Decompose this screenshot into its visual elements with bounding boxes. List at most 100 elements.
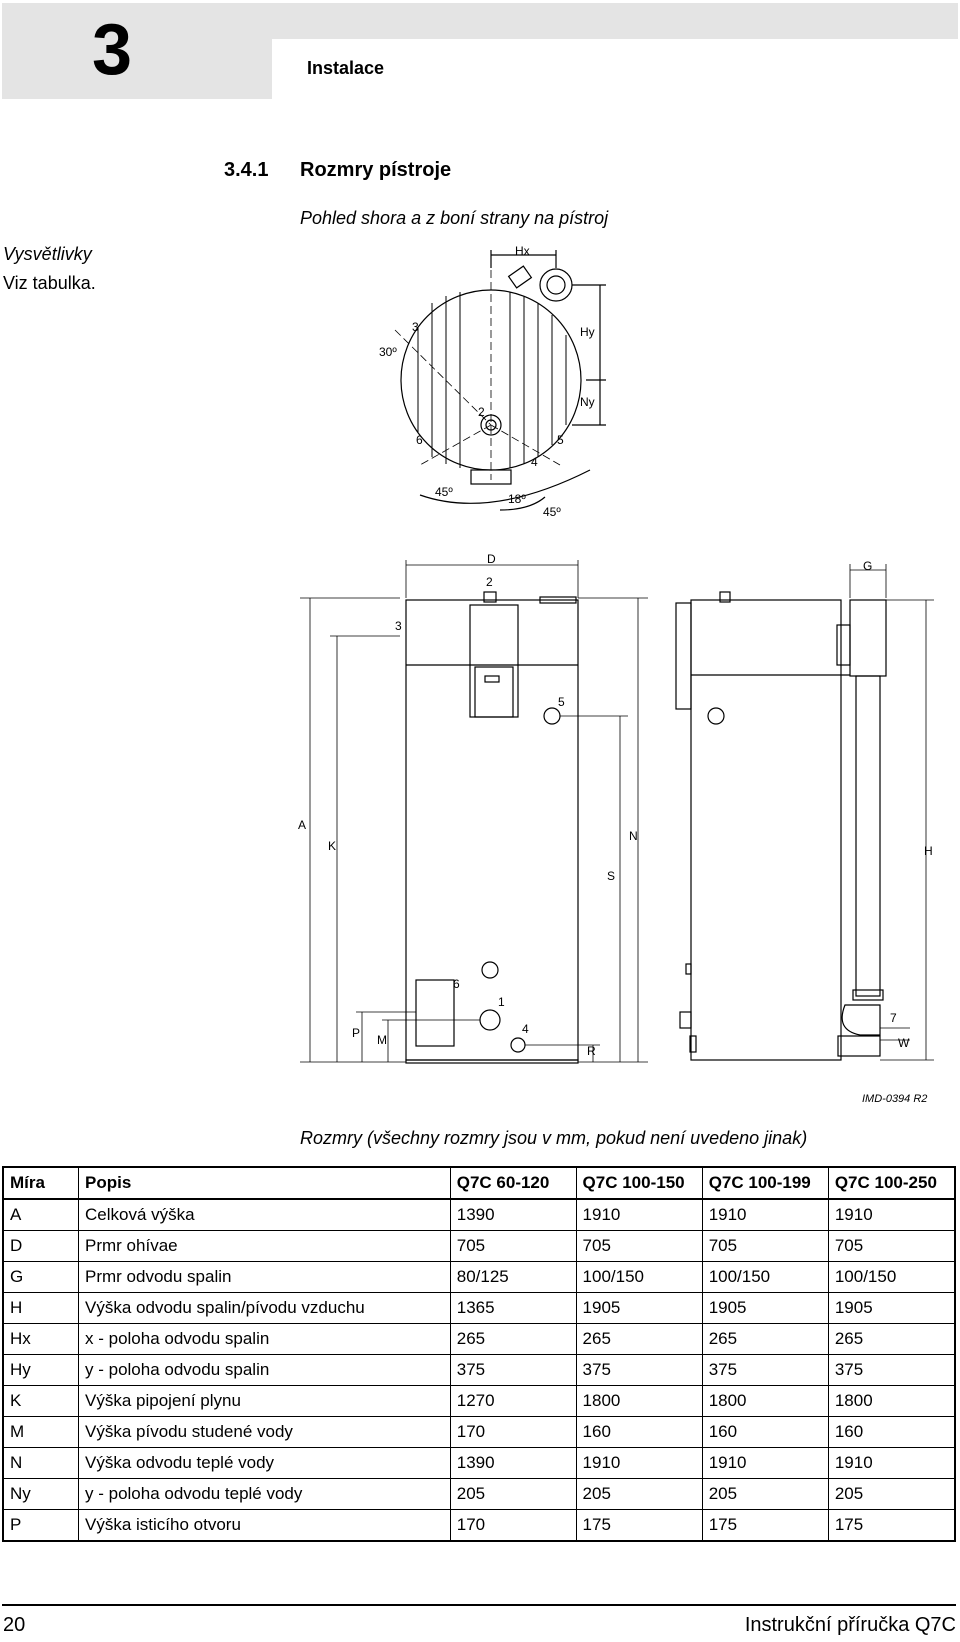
table-cell: Ny: [2, 1478, 80, 1510]
table-header-row: Míra Popis Q7C 60-120 Q7C 100-150 Q7C 10…: [2, 1166, 956, 1200]
section-number: 3.4.1: [224, 159, 269, 181]
table-cell: Hy: [2, 1354, 80, 1386]
table-cell: H: [2, 1292, 80, 1324]
table-cell: 375: [575, 1354, 703, 1386]
label-angle-45b: 45º: [543, 505, 561, 519]
header-cell: Q7C 100-150: [575, 1166, 703, 1200]
table-cell: 1910: [575, 1198, 703, 1231]
table-cell: Celková výška: [78, 1198, 451, 1231]
table-cell: 375: [701, 1354, 829, 1386]
label-angle-30: 30º: [379, 345, 397, 359]
table-cell: N: [2, 1447, 80, 1479]
table-cell: P: [2, 1509, 80, 1542]
header-strip: [272, 3, 958, 39]
legend-title: Vysvětlivky: [3, 244, 92, 264]
label-3-front: 3: [395, 619, 402, 633]
table-cell: 265: [827, 1323, 956, 1355]
table-cell: 1365: [449, 1292, 577, 1324]
figure-code: IMD-0394 R2: [862, 1093, 928, 1105]
table-cell: 160: [701, 1416, 829, 1448]
header-cell: Popis: [78, 1166, 451, 1200]
header-cell: Q7C 60-120: [449, 1166, 577, 1200]
table-cell: A: [2, 1198, 80, 1231]
table-cell: Výška pipojení plynu: [78, 1385, 451, 1417]
label-hx: Hx: [515, 244, 530, 258]
table-cell: 1910: [701, 1198, 829, 1231]
table-cell: 175: [701, 1509, 829, 1542]
table-cell: K: [2, 1385, 80, 1417]
table-cell: Hx: [2, 1323, 80, 1355]
table-cell: Výška odvodu teplé vody: [78, 1447, 451, 1479]
label-6-top: 6: [416, 433, 423, 447]
label-7-side: 7: [890, 1011, 897, 1025]
table-cell: 1910: [701, 1447, 829, 1479]
table-cell: 1800: [827, 1385, 956, 1417]
label-6-front: 6: [453, 977, 460, 991]
table-cell: 265: [449, 1323, 577, 1355]
label-d: D: [487, 552, 496, 566]
control-unit: [469, 604, 519, 718]
label-n: N: [629, 829, 638, 843]
table-cell: 1270: [449, 1385, 577, 1417]
label-g: G: [863, 559, 872, 573]
side-view-body: [690, 599, 842, 1061]
table-cell: 705: [701, 1230, 829, 1262]
label-5-front: 5: [558, 695, 565, 709]
table-cell: Výška odvodu spalin/pívodu vzduchu: [78, 1292, 451, 1324]
table-cell: D: [2, 1230, 80, 1262]
page-number: 20: [3, 1614, 26, 1636]
table-cell: 160: [575, 1416, 703, 1448]
header-cell: Q7C 100-199: [701, 1166, 829, 1200]
header-block: [2, 3, 272, 99]
label-a: A: [298, 818, 306, 832]
label-3-top: 3: [412, 320, 419, 334]
hot-water-outlet: [543, 707, 561, 725]
table-cell: 170: [449, 1509, 577, 1542]
table-cell: x - poloha odvodu spalin: [78, 1323, 451, 1355]
cleanout-opening: [415, 979, 455, 1047]
footer-divider: [2, 1604, 956, 1606]
flue-elbow: [841, 1004, 881, 1036]
flue-pipe-top: [849, 599, 887, 677]
table-cell: 1910: [575, 1447, 703, 1479]
table-cell: 705: [449, 1230, 577, 1262]
label-4-front: 4: [522, 1022, 529, 1036]
figure-caption: Pohled shora a z boní strany na pístroj: [300, 208, 609, 228]
table-cell: 1800: [701, 1385, 829, 1417]
table-cell: 1390: [449, 1198, 577, 1231]
table-cell: G: [2, 1261, 80, 1293]
table-cell: y - poloha odvodu spalin: [78, 1354, 451, 1386]
label-2-front: 2: [486, 575, 493, 589]
table-cell: 1905: [575, 1292, 703, 1324]
section-title: Rozmry pístroje: [300, 159, 452, 181]
table-cell: 1800: [575, 1385, 703, 1417]
table-cell: 1905: [827, 1292, 956, 1324]
table-cell: 205: [449, 1478, 577, 1510]
flue-pipe: [855, 675, 881, 997]
table-cell: 265: [575, 1323, 703, 1355]
front-view-body: [405, 599, 579, 1061]
table-cell: 100/150: [827, 1261, 956, 1293]
table-cell: Výška pívodu studené vody: [78, 1416, 451, 1448]
front-view-labels: D 2 3 5 A K N S 6 1 4 P M R: [298, 552, 638, 1058]
cold-water-inlet: [479, 1009, 501, 1031]
label-4-top: 4: [531, 455, 538, 469]
table-cell: 175: [575, 1509, 703, 1542]
document-title: Instrukční příručka Q7C: [744, 1614, 956, 1636]
table-cell: 205: [701, 1478, 829, 1510]
table-cell: 205: [575, 1478, 703, 1510]
table-cell: 160: [827, 1416, 956, 1448]
dimension-drawing: Hx Hy Ny 30º 3 2 6 5 4 45º 18º 45º: [298, 244, 934, 1064]
dimensions-table: Míra Popis Q7C 60-120 Q7C 100-150 Q7C 10…: [2, 1166, 956, 1542]
table-cell: 205: [827, 1478, 956, 1510]
label-p: P: [352, 1026, 360, 1040]
chapter-title: Instalace: [307, 58, 385, 78]
